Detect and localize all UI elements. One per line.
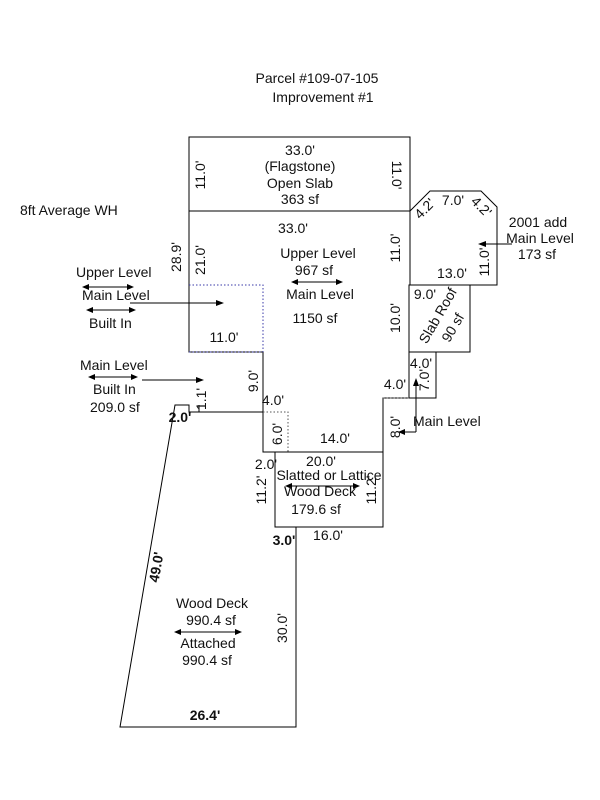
house-dim-step-left: 9.0' bbox=[245, 370, 261, 392]
east-step: 4.0' 7.0' Main Level bbox=[398, 351, 481, 435]
lattice-deck: 20.0' 2.0' Slatted or Lattice Wood Deck … bbox=[253, 451, 384, 543]
callout-upper-label-1: Upper Level bbox=[76, 264, 152, 280]
improvement-label: Improvement #1 bbox=[272, 89, 373, 105]
callout-main-pointer-arrow bbox=[142, 377, 204, 383]
east-step-dim-top: 4.0' bbox=[410, 355, 432, 371]
callout-main-label-1: Main Level bbox=[80, 357, 148, 373]
big-deck-dim-diag: 49.0' bbox=[146, 551, 167, 584]
level-double-arrow bbox=[291, 279, 343, 285]
callout-upper-double-arrow bbox=[82, 284, 134, 290]
callout-main-double-arrow bbox=[88, 374, 138, 380]
house-dim-right-lower: 10.0' bbox=[387, 303, 403, 333]
lattice-deck-dim-top: 20.0' bbox=[306, 453, 336, 469]
flagstone-dim-left: 11.0' bbox=[192, 161, 208, 190]
house-dim-step-top: 4.0' bbox=[262, 392, 284, 408]
upper-level-area: 967 sf bbox=[295, 262, 333, 278]
callout-upper-label-2: Main Level bbox=[82, 287, 150, 303]
house-dim-small-vert: 6.0' bbox=[269, 423, 285, 445]
flagstone-label-2: Open Slab bbox=[267, 175, 333, 191]
addition-dim-diag-left: 4.2' bbox=[411, 195, 438, 222]
addition-area: 173 sf bbox=[518, 246, 556, 262]
big-deck-double-arrow bbox=[174, 629, 242, 635]
house-dim-left-outer: 28.9' bbox=[168, 242, 184, 272]
parcel-number: Parcel #109-07-105 bbox=[256, 70, 379, 86]
wall-height-note: 8ft Average WH bbox=[20, 202, 118, 218]
callout-main-built-in: Main Level Built In 209.0 sf bbox=[80, 357, 204, 415]
big-deck-dim-right: 30.0' bbox=[274, 613, 290, 643]
east-step-pointer-arrow bbox=[398, 378, 419, 435]
callout-main-label-2: Built In bbox=[93, 381, 136, 397]
main-level-area: 1150 sf bbox=[293, 310, 338, 326]
lattice-deck-double-arrow bbox=[285, 483, 360, 489]
house-dim-right-step: 4.0' bbox=[384, 376, 406, 392]
addition-dim-bottom: 13.0' bbox=[437, 265, 467, 281]
flagstone-slab: 33.0' (Flagstone) Open Slab 363 sf 11.0'… bbox=[188, 136, 411, 212]
flagstone-dim-right: 11.0' bbox=[389, 161, 405, 190]
house-outline: 33.0' 28.9' 21.0' 11.0' 10.0' Upper Leve… bbox=[168, 210, 411, 453]
addition-dim-top: 7.0' bbox=[442, 192, 464, 208]
lattice-deck-dim-bottom: 16.0' bbox=[313, 527, 343, 543]
big-deck-label-1: Wood Deck bbox=[176, 595, 249, 611]
big-wood-deck: 2.0' 3.0' 49.0' 30.0' 26.4' Wood Deck 99… bbox=[119, 404, 297, 728]
big-deck-dim-top-left: 2.0' bbox=[169, 409, 192, 425]
upper-level-label: Upper Level bbox=[280, 245, 356, 261]
big-deck-area-2: 990.4 sf bbox=[182, 652, 232, 668]
main-level-label: Main Level bbox=[286, 286, 354, 302]
lattice-deck-dim-right: 11.2' bbox=[363, 476, 379, 505]
addition-dim-diag-right: 4.2' bbox=[468, 193, 495, 220]
callout-upper-dim: 11.0' bbox=[210, 329, 239, 345]
lattice-deck-label-1: Slatted or Lattice bbox=[276, 467, 381, 483]
flagstone-area: 363 sf bbox=[281, 191, 319, 207]
addition-label-2: Main Level bbox=[506, 230, 574, 246]
east-step-dim-vert: 7.0' bbox=[416, 369, 432, 391]
lattice-deck-area: 179.6 sf bbox=[291, 501, 341, 517]
slab-roof-dim-top: 9.0' bbox=[414, 286, 436, 302]
house-dim-top: 33.0' bbox=[278, 220, 308, 236]
deck-step-dim: 1.1' bbox=[193, 388, 209, 410]
addition-pointer-arrow bbox=[478, 241, 512, 247]
addition-dim-right: 11.0' bbox=[476, 248, 492, 277]
big-deck-label-2: Attached bbox=[180, 635, 235, 651]
addition-2001: 7.0' 4.2' 4.2' 13.0' 11.0' 2001 add Main… bbox=[409, 190, 574, 286]
callout-main-area: 209.0 sf bbox=[90, 399, 140, 415]
callout-upper-label-3: Built In bbox=[89, 315, 132, 331]
house-dim-left-inner: 21.0' bbox=[192, 245, 208, 275]
house-dim-bottom: 14.0' bbox=[320, 430, 350, 446]
lattice-deck-dim-left: 11.2' bbox=[253, 476, 269, 505]
slab-roof: 9.0' Slab Roof 90 sf bbox=[409, 284, 471, 353]
big-deck-dim-top-right: 3.0' bbox=[273, 532, 296, 548]
callout-upper-double-arrow-2 bbox=[86, 307, 136, 313]
house-dim-right: 11.0' bbox=[387, 234, 403, 263]
east-step-label: Main Level bbox=[413, 413, 481, 429]
addition-label-1: 2001 add bbox=[509, 214, 567, 230]
lattice-deck-label-2: Wood Deck bbox=[284, 483, 357, 499]
callout-upper-built-in: Upper Level Main Level Built In 11.0' bbox=[76, 264, 238, 345]
callout-upper-pointer-arrow bbox=[130, 300, 224, 306]
flagstone-dim-top: 33.0' bbox=[285, 142, 315, 158]
flagstone-label-1: (Flagstone) bbox=[265, 158, 336, 174]
house-dim-right-vert: 8.0' bbox=[387, 416, 403, 438]
big-deck-area-1: 990.4 sf bbox=[186, 612, 236, 628]
lattice-deck-dim-corner: 2.0' bbox=[255, 456, 277, 472]
big-deck-dim-bottom: 26.4' bbox=[190, 707, 221, 723]
